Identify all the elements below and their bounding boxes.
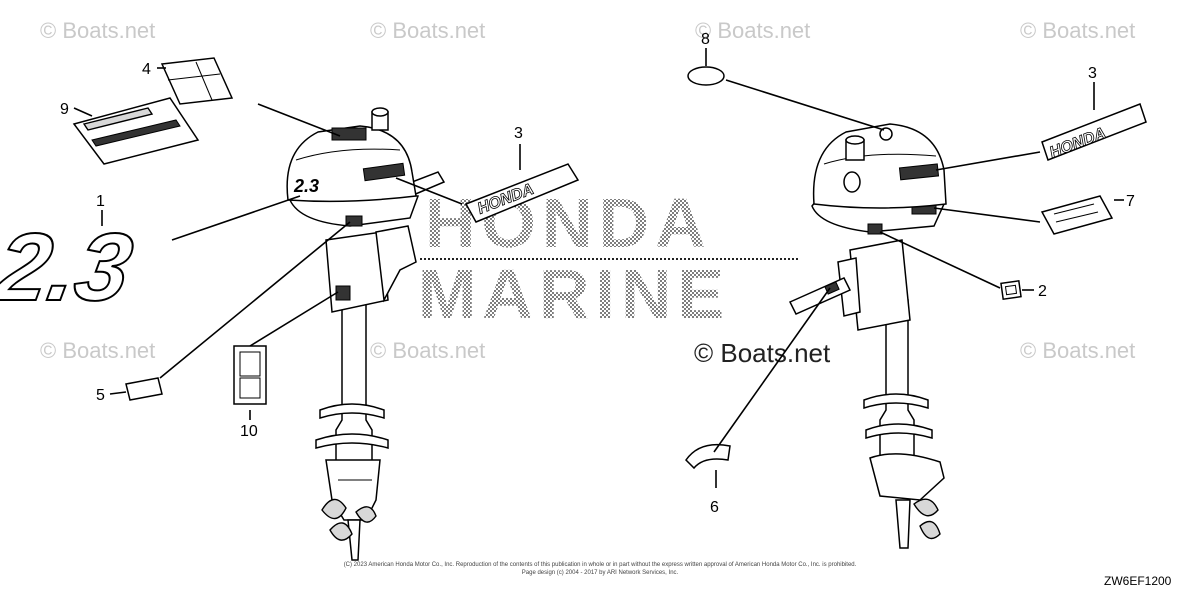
clamp-bracket <box>849 239 911 331</box>
plate <box>319 403 385 420</box>
decal-7 <box>1040 195 1114 235</box>
callout-6: 6 <box>710 499 719 516</box>
decal-4 <box>160 57 234 105</box>
decal-8 <box>687 66 725 86</box>
decal-9 <box>72 97 200 165</box>
clamp-bracket <box>375 225 417 303</box>
logo-line-honda: HONDA <box>425 184 712 262</box>
plate <box>315 433 389 449</box>
decal-3-position <box>362 162 406 182</box>
footer: (C) 2023 American Honda Motor Co., Inc. … <box>344 562 1172 588</box>
skeg <box>347 519 361 561</box>
watermark: © Boats.net <box>40 338 155 363</box>
decal-10-position <box>335 285 351 301</box>
outboard-motor-right <box>788 123 947 549</box>
callouts-right: 8 3 7 2 6 <box>701 31 1135 516</box>
propeller-blade <box>913 498 939 517</box>
diagram-code: ZW6EF1200 <box>1104 574 1172 588</box>
callout-3a: 3 <box>514 125 523 142</box>
decal-4-position <box>331 127 367 141</box>
propeller-blade <box>919 520 941 540</box>
svg-text:2.3: 2.3 <box>0 213 140 321</box>
decal-2 <box>1000 279 1022 301</box>
watermark: © Boats.net <box>40 18 155 43</box>
plate <box>865 423 933 440</box>
watermark: © Boats.net <box>1020 338 1135 363</box>
leader-lines-left <box>73 67 521 420</box>
callout-4: 4 <box>142 61 151 78</box>
watermark: © Boats.net <box>695 18 810 43</box>
page-design-line: Page design (c) 2004 - 2017 by ARI Netwo… <box>522 570 679 576</box>
decal-2-position <box>867 223 883 235</box>
callout-1: 1 <box>96 193 105 210</box>
background-logo: HONDA MARINE <box>418 184 800 333</box>
outboard-motor-left: 2.3 <box>286 107 446 561</box>
watermark: © Boats.net <box>1020 18 1135 43</box>
center-watermark: © Boats.net <box>694 338 831 368</box>
callout-8: 8 <box>701 31 710 48</box>
propeller-blade <box>355 506 377 523</box>
callouts-left: 1 4 9 5 10 3 <box>60 61 523 440</box>
watermark: © Boats.net <box>370 18 485 43</box>
logo-line-marine: MARINE <box>418 255 730 333</box>
callout-7: 7 <box>1126 193 1135 210</box>
gearcase <box>869 453 945 501</box>
decal-5 <box>125 377 163 401</box>
decal-1: 2.3 <box>0 212 141 322</box>
engine-cover <box>286 125 417 203</box>
copyright-line: (C) 2023 American Honda Motor Co., Inc. … <box>344 562 857 568</box>
callout-2: 2 <box>1038 283 1047 300</box>
callout-9: 9 <box>60 101 69 118</box>
decal-6 <box>685 443 731 470</box>
tiller-handle <box>788 277 852 315</box>
propeller-blade <box>329 522 353 541</box>
watermark-grid: © Boats.net © Boats.net © Boats.net © Bo… <box>40 18 1135 368</box>
leader-lines-right <box>705 48 1124 488</box>
decal-3-right: HONDA <box>1041 103 1147 162</box>
decal-5-position <box>345 215 363 227</box>
callout-10: 10 <box>240 423 258 440</box>
skeg <box>895 499 911 549</box>
callout-3b: 3 <box>1088 65 1097 82</box>
propeller-blade <box>321 498 347 520</box>
decal-10 <box>233 345 267 405</box>
watermark: © Boats.net <box>370 338 485 363</box>
decal-8-position <box>879 127 893 141</box>
decal-1-position: 2.3 <box>293 176 319 196</box>
callout-5: 5 <box>96 387 105 404</box>
plate <box>863 393 929 410</box>
